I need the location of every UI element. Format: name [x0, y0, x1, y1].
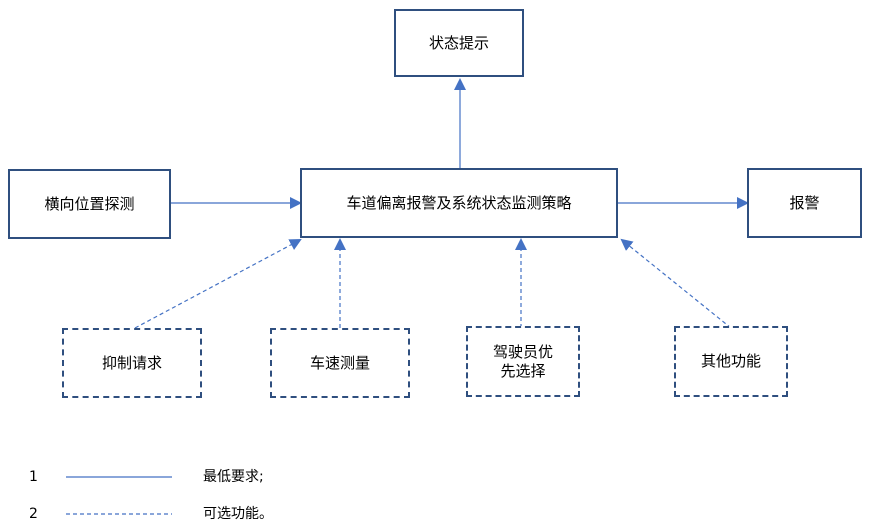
suppress-request-box: 抑制请求 [62, 328, 202, 398]
suppress-request-label: 抑制请求 [101, 353, 162, 372]
legend-text-1: 最低要求; [203, 469, 264, 485]
legend-number-2: 2 [29, 506, 38, 522]
other-functions-label: 其他功能 [700, 352, 761, 370]
lateral-detection-label: 横向位置探测 [44, 194, 135, 213]
status-hint-box: 状态提示 [394, 9, 524, 77]
ldw-strategy-label: 车道偏离报警及系统状态监测策略 [346, 193, 572, 212]
speed-measure-label: 车速测量 [309, 353, 370, 372]
driver-priority-box: 驾驶员优 先选择 [466, 326, 580, 397]
legend-number-1: 1 [29, 469, 38, 485]
arrow-suppress-to-strategy [134, 239, 302, 329]
lateral-detection-box: 横向位置探测 [8, 169, 171, 239]
legend-text-2: 可选功能。 [203, 506, 273, 522]
alarm-box: 报警 [747, 168, 862, 238]
ldw-strategy-box: 车道偏离报警及系统状态监测策略 [300, 168, 618, 238]
other-functions-box: 其他功能 [674, 326, 788, 397]
speed-measure-box: 车速测量 [270, 328, 410, 398]
driver-priority-label: 驾驶员优 先选择 [492, 342, 553, 380]
arrow-other-to-strategy [620, 238, 732, 329]
alarm-label: 报警 [789, 193, 820, 212]
status-hint-label: 状态提示 [428, 33, 489, 52]
